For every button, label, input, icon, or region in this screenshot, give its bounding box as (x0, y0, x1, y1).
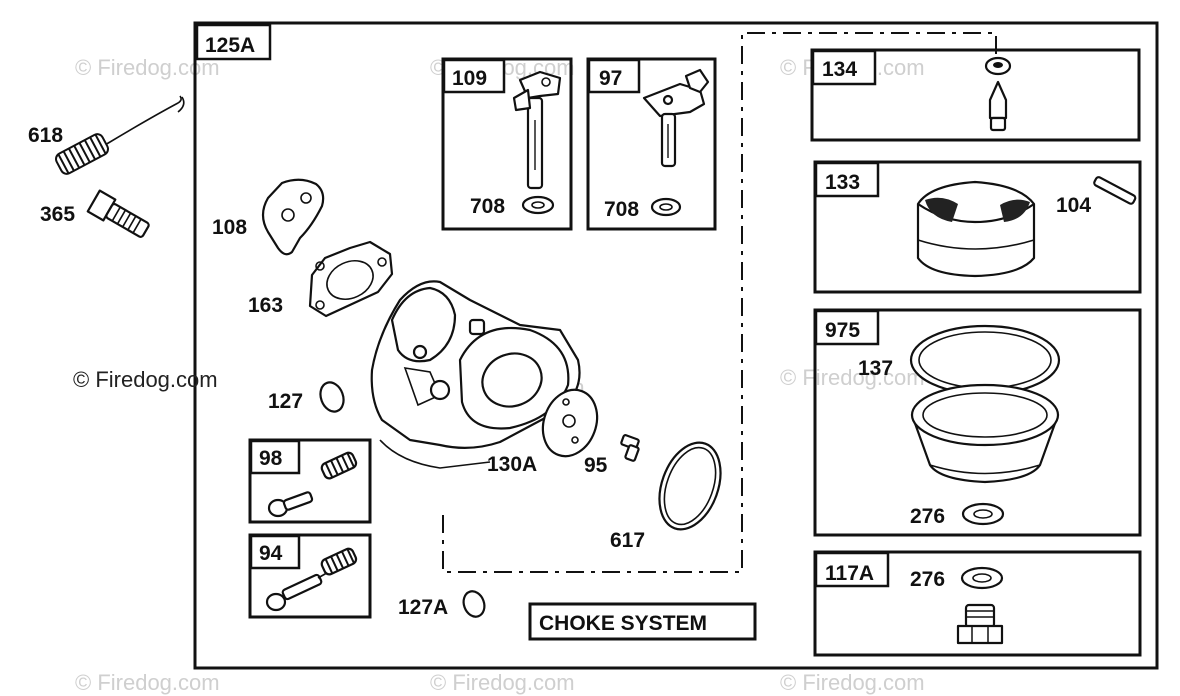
float-133 (916, 180, 1036, 278)
float-bowl (910, 383, 1060, 484)
label-276-b: 276 (910, 568, 945, 591)
label-95: 95 (584, 454, 608, 477)
bolt-365 (86, 189, 150, 238)
spring-618 (54, 95, 185, 175)
label-137: 137 (858, 357, 893, 380)
assembly-tag (195, 23, 272, 61)
label-276-a: 276 (910, 505, 945, 528)
watermark-8: © Firedog.com (780, 670, 925, 695)
pin-104 (1093, 176, 1137, 205)
kit-tag-975 (814, 309, 880, 346)
label-94: 94 (259, 542, 283, 565)
assembly-frame (193, 21, 1159, 670)
watermark-6: © Firedog.com (75, 670, 220, 695)
kit-box-94 (248, 533, 372, 619)
gasket-163 (308, 240, 394, 318)
kit-box-117A (813, 550, 1142, 657)
kit-box-975 (813, 308, 1142, 537)
spring-98 (320, 451, 358, 480)
kit-box-98 (248, 438, 372, 524)
label-127A: 127A (398, 596, 448, 619)
spring-94 (320, 547, 358, 576)
label-117A: 117A (825, 562, 874, 585)
screw-95 (620, 434, 640, 462)
kit-tag-117A (814, 551, 890, 588)
kit-box-109 (441, 57, 573, 231)
kit-tag-98 (249, 439, 301, 475)
diaphragm-disc (541, 388, 599, 458)
inlet-needle-134 (984, 56, 1012, 132)
choke-system-label: CHOKE SYSTEM (539, 612, 707, 635)
bowl-gasket-137 (909, 324, 1061, 396)
kit-tag-97 (587, 58, 641, 94)
watermark-7: © Firedog.com (430, 670, 575, 695)
label-163: 163 (248, 294, 283, 317)
choke-shaft-109 (512, 70, 562, 190)
carburetor-body-130A (370, 280, 581, 469)
label-618: 618 (28, 124, 63, 147)
kit-box-97 (586, 57, 717, 231)
kit-tag-109 (442, 58, 506, 94)
watermark-5: © Firedog.com (780, 365, 925, 390)
label-617: 617 (610, 529, 645, 552)
watermark-dark: © Firedog.com (73, 367, 218, 392)
choke-system-box (528, 602, 757, 641)
washer-708-b (650, 197, 682, 217)
label-97: 97 (599, 67, 622, 90)
label-127: 127 (268, 390, 303, 413)
label-365: 365 (40, 203, 75, 226)
kit-tag-94 (249, 534, 301, 570)
throttle-shaft-97 (642, 68, 710, 168)
plug-127A (462, 590, 486, 618)
kit-box-133 (813, 160, 1142, 294)
label-108: 108 (212, 216, 247, 239)
washer-708-a (521, 195, 555, 215)
idle-screw-98 (267, 491, 314, 518)
mixture-screw-94 (265, 569, 333, 612)
label-708-a: 708 (470, 195, 505, 218)
washer-276-b (960, 566, 1004, 590)
label-708-b: 708 (604, 198, 639, 221)
label-104: 104 (1056, 194, 1091, 217)
choke-system-outline (442, 32, 997, 573)
label-98: 98 (259, 447, 283, 470)
bowl-nut (956, 603, 1004, 645)
label-975: 975 (825, 319, 860, 342)
plug-127 (319, 381, 345, 413)
kit-box-134 (810, 48, 1141, 142)
kit-tag-134 (811, 49, 877, 86)
label-130A: 130A (487, 453, 537, 476)
label-133: 133 (825, 171, 860, 194)
assembly-label: 125A (205, 34, 255, 57)
label-134: 134 (822, 58, 857, 81)
kit-tag-133 (814, 161, 880, 198)
label-109: 109 (452, 67, 487, 90)
washer-276-a (961, 502, 1005, 526)
